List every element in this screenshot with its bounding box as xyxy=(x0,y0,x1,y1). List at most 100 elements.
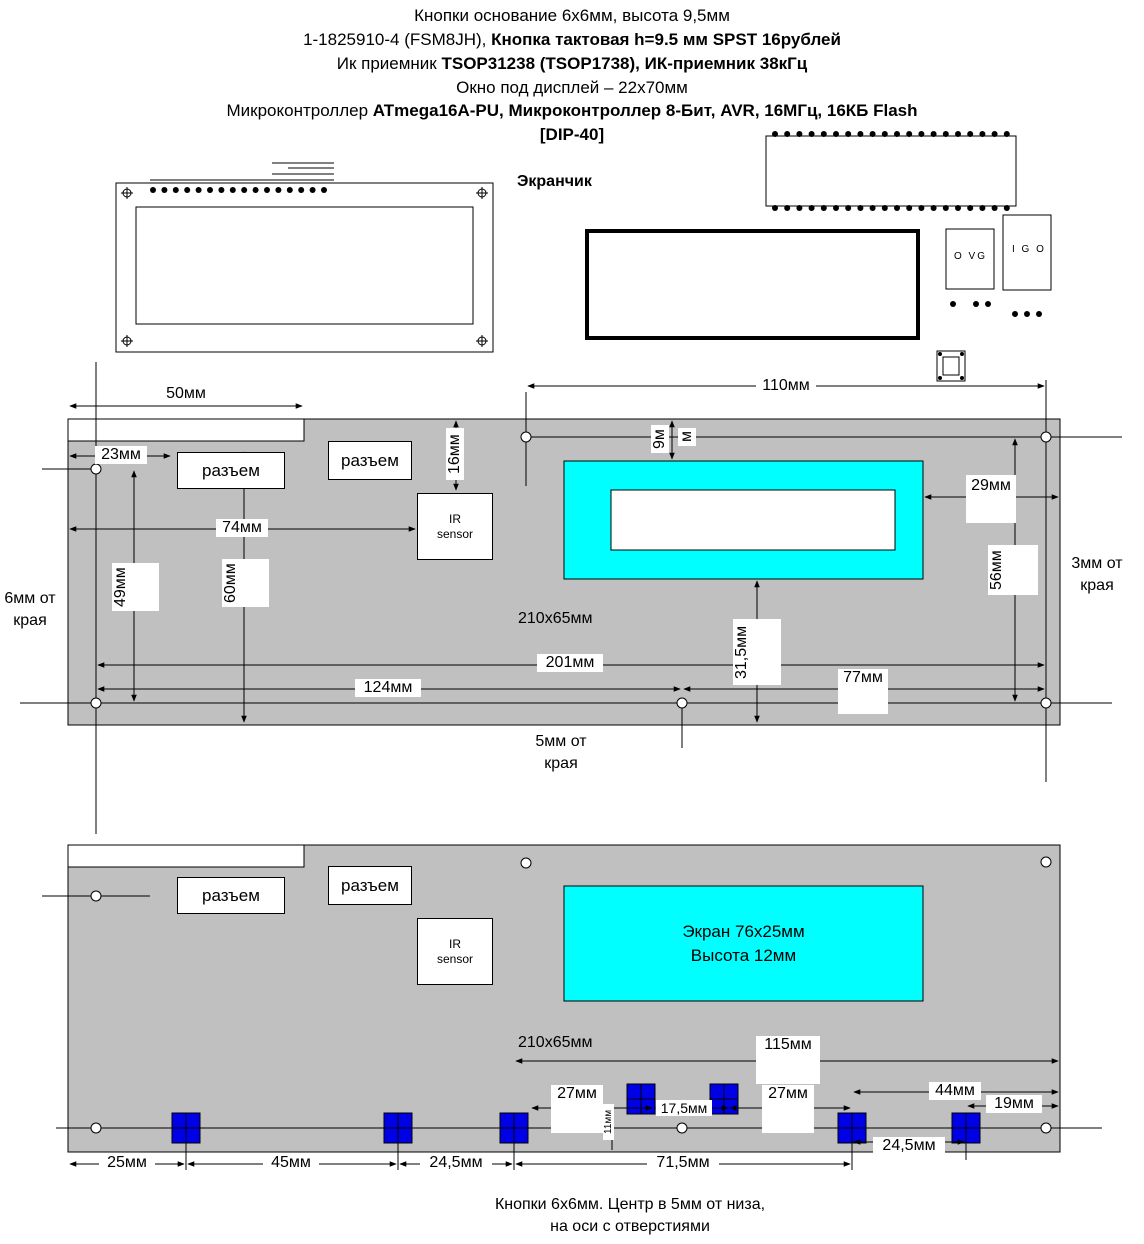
ir-sensor-bottom: IR sensor xyxy=(417,918,493,985)
dim-49: 49мм xyxy=(112,563,159,611)
dip-pin xyxy=(869,131,876,137)
dip-pin xyxy=(918,131,925,137)
dip-pin xyxy=(955,205,961,211)
lcd-module-outline xyxy=(115,162,494,353)
lcd-pin xyxy=(252,187,259,193)
dip-pin xyxy=(772,205,778,211)
dip-pin xyxy=(979,131,986,137)
dim-44: 44мм xyxy=(929,1082,981,1100)
header-line-5: Микроконтроллер ATmega16A-PU, Микроконтр… xyxy=(226,101,918,120)
screen-label: Экран 76х25мм Высота 12мм xyxy=(564,920,923,968)
dim-31-5: 31,5мм xyxy=(733,619,781,685)
connector-1-bottom: разъем xyxy=(177,877,285,914)
dim-9-b: м xyxy=(678,428,696,446)
dip-pin xyxy=(991,131,998,137)
dip-pin xyxy=(918,205,925,211)
dip-pin xyxy=(857,131,864,137)
tact-button-drawing xyxy=(936,350,966,382)
top-panel-size: 210х65мм xyxy=(518,610,593,627)
dim-110: 110мм xyxy=(756,377,816,395)
lcd-pin xyxy=(150,187,156,193)
dip-pin xyxy=(930,205,937,211)
lcd-pin xyxy=(207,187,213,193)
regulator-2-label: I G O xyxy=(1012,244,1046,255)
dim-16: 16мм xyxy=(446,428,464,480)
connector-2-bottom: разъем xyxy=(328,866,412,905)
dip-pin xyxy=(808,205,815,211)
ir-label-line2: sensor xyxy=(436,526,474,541)
small-screen-outline xyxy=(585,229,920,340)
lcd-pin xyxy=(184,187,191,193)
dip-pin xyxy=(894,131,900,137)
dim-60: 60мм xyxy=(222,559,269,607)
dip-pin xyxy=(906,205,913,211)
dip-pin xyxy=(942,131,949,137)
ir-sensor-top: IR sensor xyxy=(417,493,493,560)
dip-pin xyxy=(833,131,839,137)
tact-buttons xyxy=(171,1083,981,1144)
bottom-panel-size: 210х65мм xyxy=(518,1034,593,1051)
lcd-pin xyxy=(161,187,168,193)
dim-23: 23мм xyxy=(95,446,147,464)
ir-label-line1: IR xyxy=(449,936,461,951)
lcd-pin xyxy=(286,187,293,193)
dip-pin xyxy=(784,205,791,211)
dim-124: 124мм xyxy=(355,679,421,697)
dip-pin xyxy=(820,205,827,211)
dip-pin xyxy=(796,131,803,137)
regulator-1-label: O VG xyxy=(954,251,988,262)
screen-label-line1: Экран 76х25мм xyxy=(682,922,805,941)
dip-pin xyxy=(857,205,864,211)
dim-19: 19мм xyxy=(986,1095,1042,1113)
dip-pin xyxy=(930,131,937,137)
dip-pin xyxy=(881,131,888,137)
ir-label-line1: IR xyxy=(449,511,461,526)
dim-25: 25мм xyxy=(99,1154,155,1172)
dip-pin xyxy=(967,205,974,211)
bottom-panel-holes xyxy=(90,856,1052,1134)
dip-pin xyxy=(833,205,839,211)
dim-29: 29мм xyxy=(966,475,1016,523)
header-line-4: Окно под дисплей – 22х70мм xyxy=(456,78,688,97)
dim-77: 77мм xyxy=(838,669,888,714)
dip40-chip xyxy=(765,131,1017,211)
dim-45: 45мм xyxy=(263,1154,319,1172)
dip-pin xyxy=(784,131,791,137)
dip-pin xyxy=(881,205,888,211)
dim-50: 50мм xyxy=(160,385,212,403)
dim-11: 11мм xyxy=(603,1104,614,1140)
dim-71-5: 71,5мм xyxy=(647,1154,719,1172)
dim-24-5-a: 24,5мм xyxy=(420,1154,492,1172)
dip-pin xyxy=(894,205,900,211)
lcd-pin xyxy=(218,187,225,193)
lcd-pin xyxy=(241,187,248,193)
dim-24-5-b: 24,5мм xyxy=(873,1137,945,1155)
ir-label-line2: sensor xyxy=(436,951,474,966)
top-panel-holes xyxy=(90,431,1052,709)
dip-pin xyxy=(845,205,852,211)
lcd-pin xyxy=(172,187,179,193)
regulator-1 xyxy=(945,228,995,290)
lcd-pin xyxy=(264,187,270,193)
dim-17-5: 17,5мм xyxy=(656,1100,712,1116)
dip-pin xyxy=(808,131,815,137)
lcd-pin xyxy=(195,187,202,193)
lcd-pin xyxy=(321,187,327,193)
lcd-pin xyxy=(298,187,305,193)
lcd-mount-holes xyxy=(121,187,488,347)
note-left-edge: 6мм от края xyxy=(4,590,56,629)
lcd-pin xyxy=(229,187,236,193)
note-right-edge: 3мм от края xyxy=(1071,555,1123,594)
regulator-2 xyxy=(1002,214,1052,291)
dip-pin xyxy=(906,131,913,137)
dim-9-a: 9м xyxy=(651,425,669,453)
dip-pin xyxy=(991,205,998,211)
dip-pin xyxy=(1003,205,1010,211)
dim-115: 115мм xyxy=(756,1036,820,1084)
dip-pin xyxy=(869,205,876,211)
header-line-1: Кнопки основание 6х6мм, высота 9,5мм xyxy=(414,6,730,25)
regulator-pins xyxy=(950,301,1042,317)
dim-27-a: 27мм xyxy=(551,1085,603,1133)
note-bottom-edge: 5мм от края xyxy=(535,733,587,772)
screen-label-line2: Высота 12мм xyxy=(690,946,797,965)
